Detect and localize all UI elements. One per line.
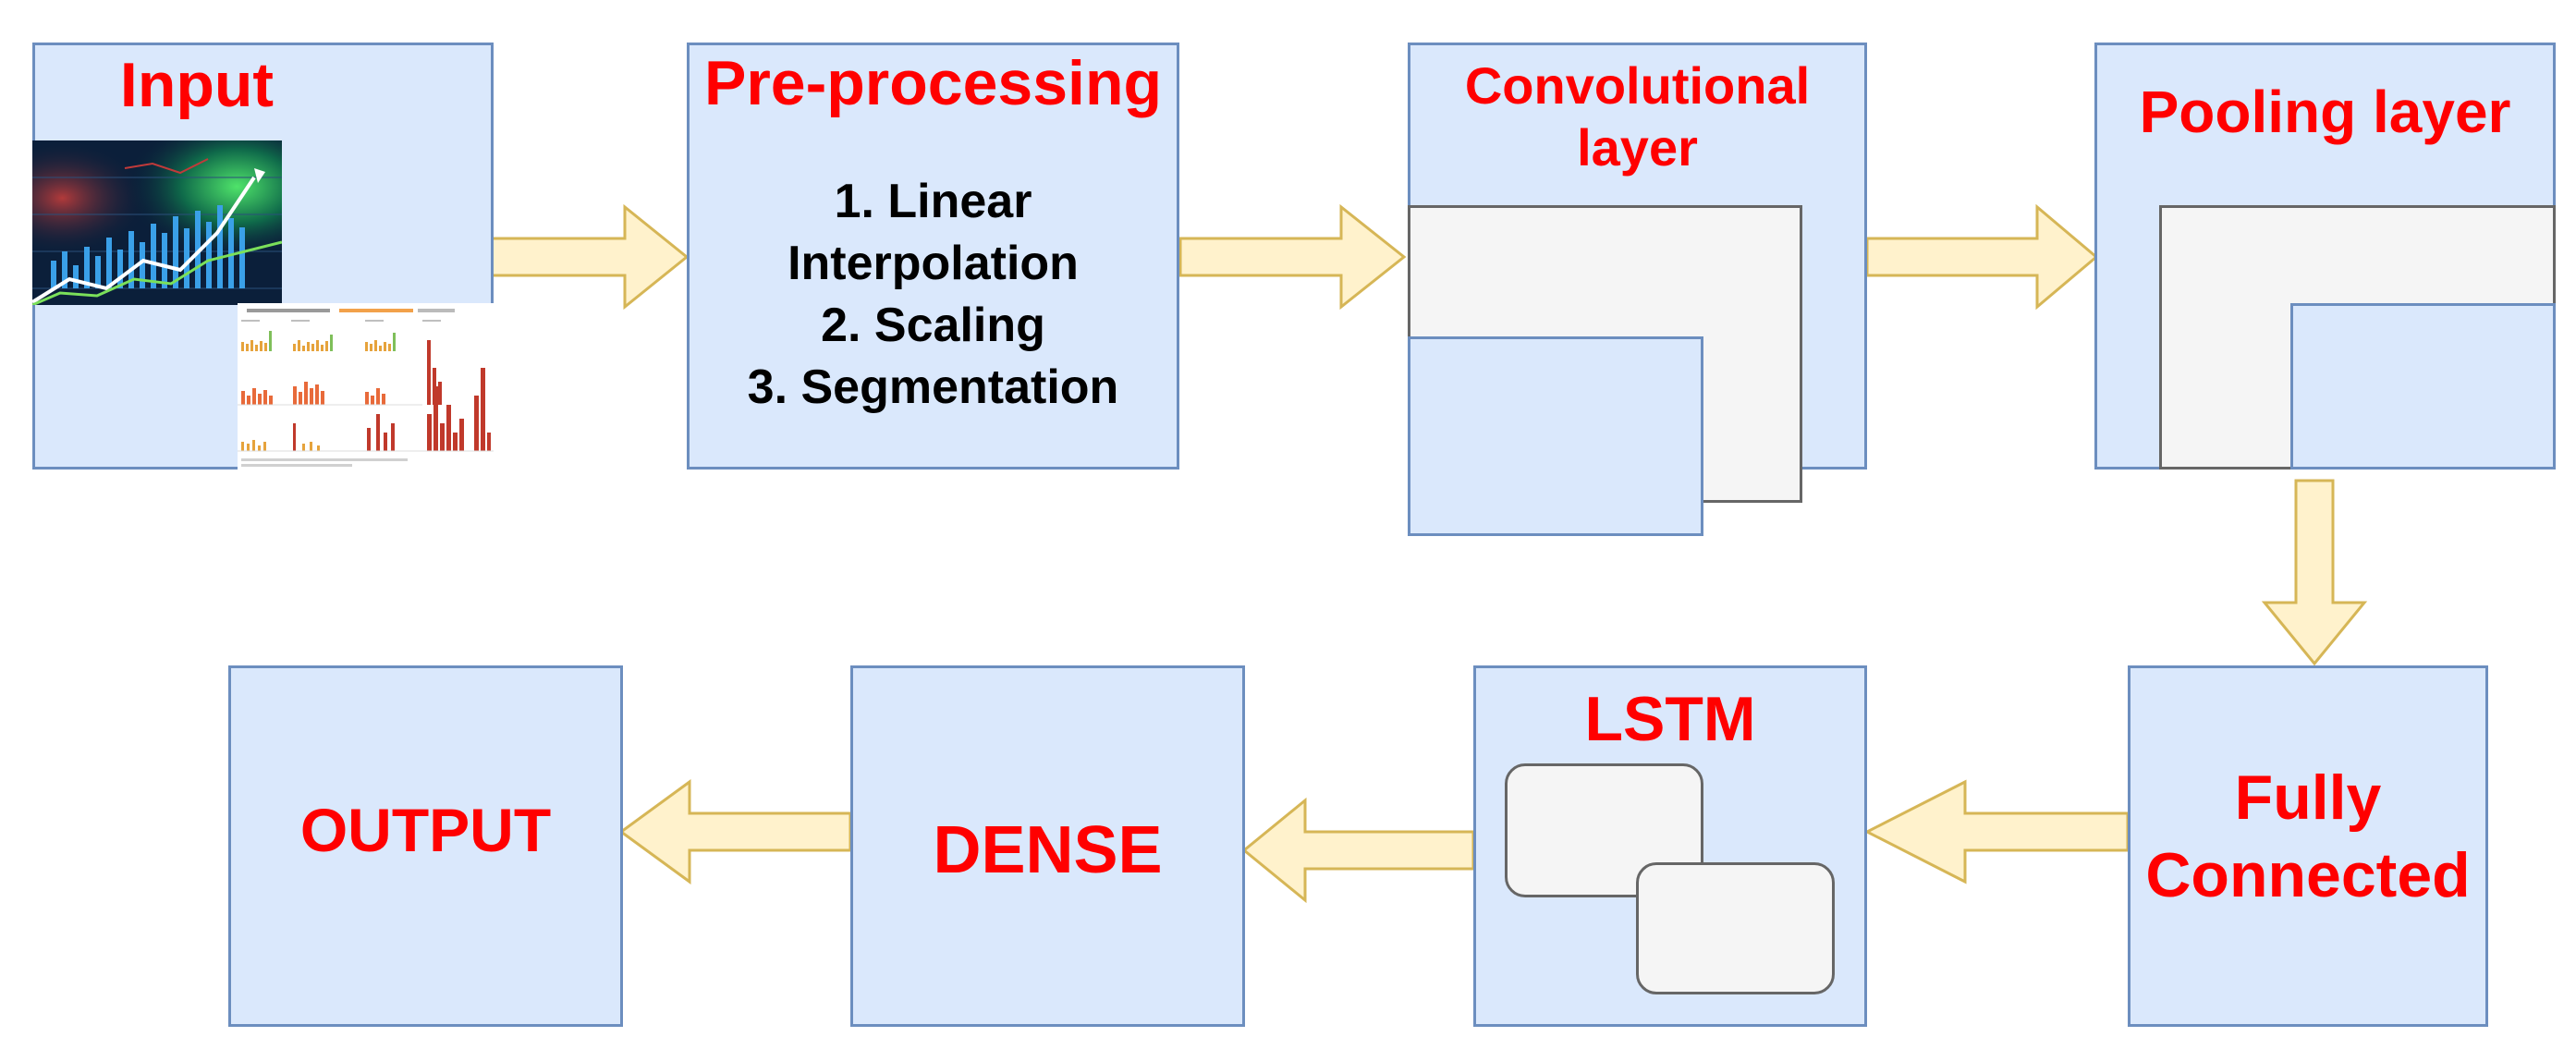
preprocessing-box: Pre-processing 1. Linear Interpolation 2… [687, 43, 1179, 470]
fully-connected-title-line-1: Fully [2234, 762, 2382, 833]
dashboard-chart-image [238, 303, 494, 470]
arrow-preprocessing-to-convolutional [1178, 203, 1407, 311]
stock-chart-image [32, 140, 282, 305]
input-box: Input [32, 43, 494, 470]
lstm-title: LSTM [1584, 684, 1756, 754]
dense-box: DENSE [850, 665, 1245, 1027]
output-title: OUTPUT [299, 796, 552, 864]
arrow-dense-to-output [618, 779, 852, 884]
convolutional-title-line-2: layer [1577, 118, 1698, 177]
convolutional-title: Convolutional layer [1447, 55, 1827, 178]
convolutional-feature-map-front [1408, 336, 1703, 536]
output-box: OUTPUT [228, 665, 623, 1027]
dense-title: DENSE [933, 813, 1163, 887]
pooling-map-front [2290, 303, 2556, 470]
arrow-fully-connected-to-lstm [1863, 779, 2130, 884]
arrow-input-to-preprocessing [490, 203, 690, 311]
preprocessing-title: Pre-processing [703, 48, 1163, 118]
fully-connected-title-line-2: Connected [2145, 840, 2471, 910]
preprocessing-step-3: 3. Segmentation [747, 360, 1119, 414]
preprocessing-step-1: 1. Linear [834, 175, 1032, 228]
pooling-title: Pooling layer [2139, 79, 2511, 145]
arrow-convolutional-to-pooling [1865, 203, 2099, 311]
preprocessing-steps: 1. Linear Interpolation 2. Scaling 3. Se… [690, 171, 1177, 419]
fully-connected-title: Fully Connected [2130, 759, 2485, 914]
input-title: Input [119, 50, 275, 120]
convolutional-title-line-1: Convolutional [1464, 56, 1811, 115]
preprocessing-step-2: 2. Scaling [821, 299, 1045, 352]
preprocessing-step-1-cont: Interpolation [787, 237, 1079, 290]
fully-connected-box: Fully Connected [2128, 665, 2488, 1027]
arrow-lstm-to-dense [1241, 797, 1475, 904]
lstm-cell-2 [1636, 862, 1835, 994]
arrow-pooling-to-fully-connected [2261, 479, 2368, 666]
